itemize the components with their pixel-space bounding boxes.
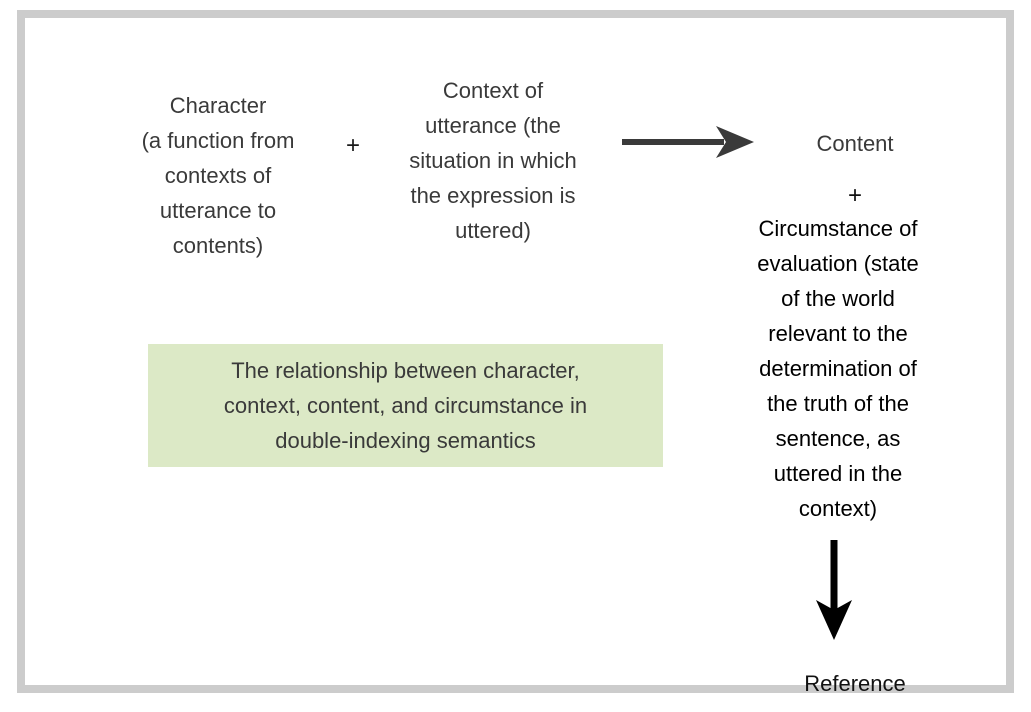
term-content: Content <box>816 131 894 156</box>
arrow-right-icon <box>622 126 754 158</box>
caption-text: The relationship between character, cont… <box>223 358 588 453</box>
plus-sign-right: + <box>847 182 862 209</box>
term-reference: Reference <box>804 671 906 696</box>
caption-box: The relationship between character, cont… <box>148 344 663 467</box>
term-circumstance-of-evaluation: Circumstance of evaluation (state of the… <box>757 216 919 521</box>
plus-sign-left: + <box>345 132 360 159</box>
figure-border-frame: Character (a function from contexts of u… <box>17 10 1014 696</box>
term-context-of-utterance: Context of utterance (the situation in w… <box>409 78 577 243</box>
arrow-down-icon <box>816 540 852 640</box>
term-character: Character (a function from contexts of u… <box>141 93 295 258</box>
